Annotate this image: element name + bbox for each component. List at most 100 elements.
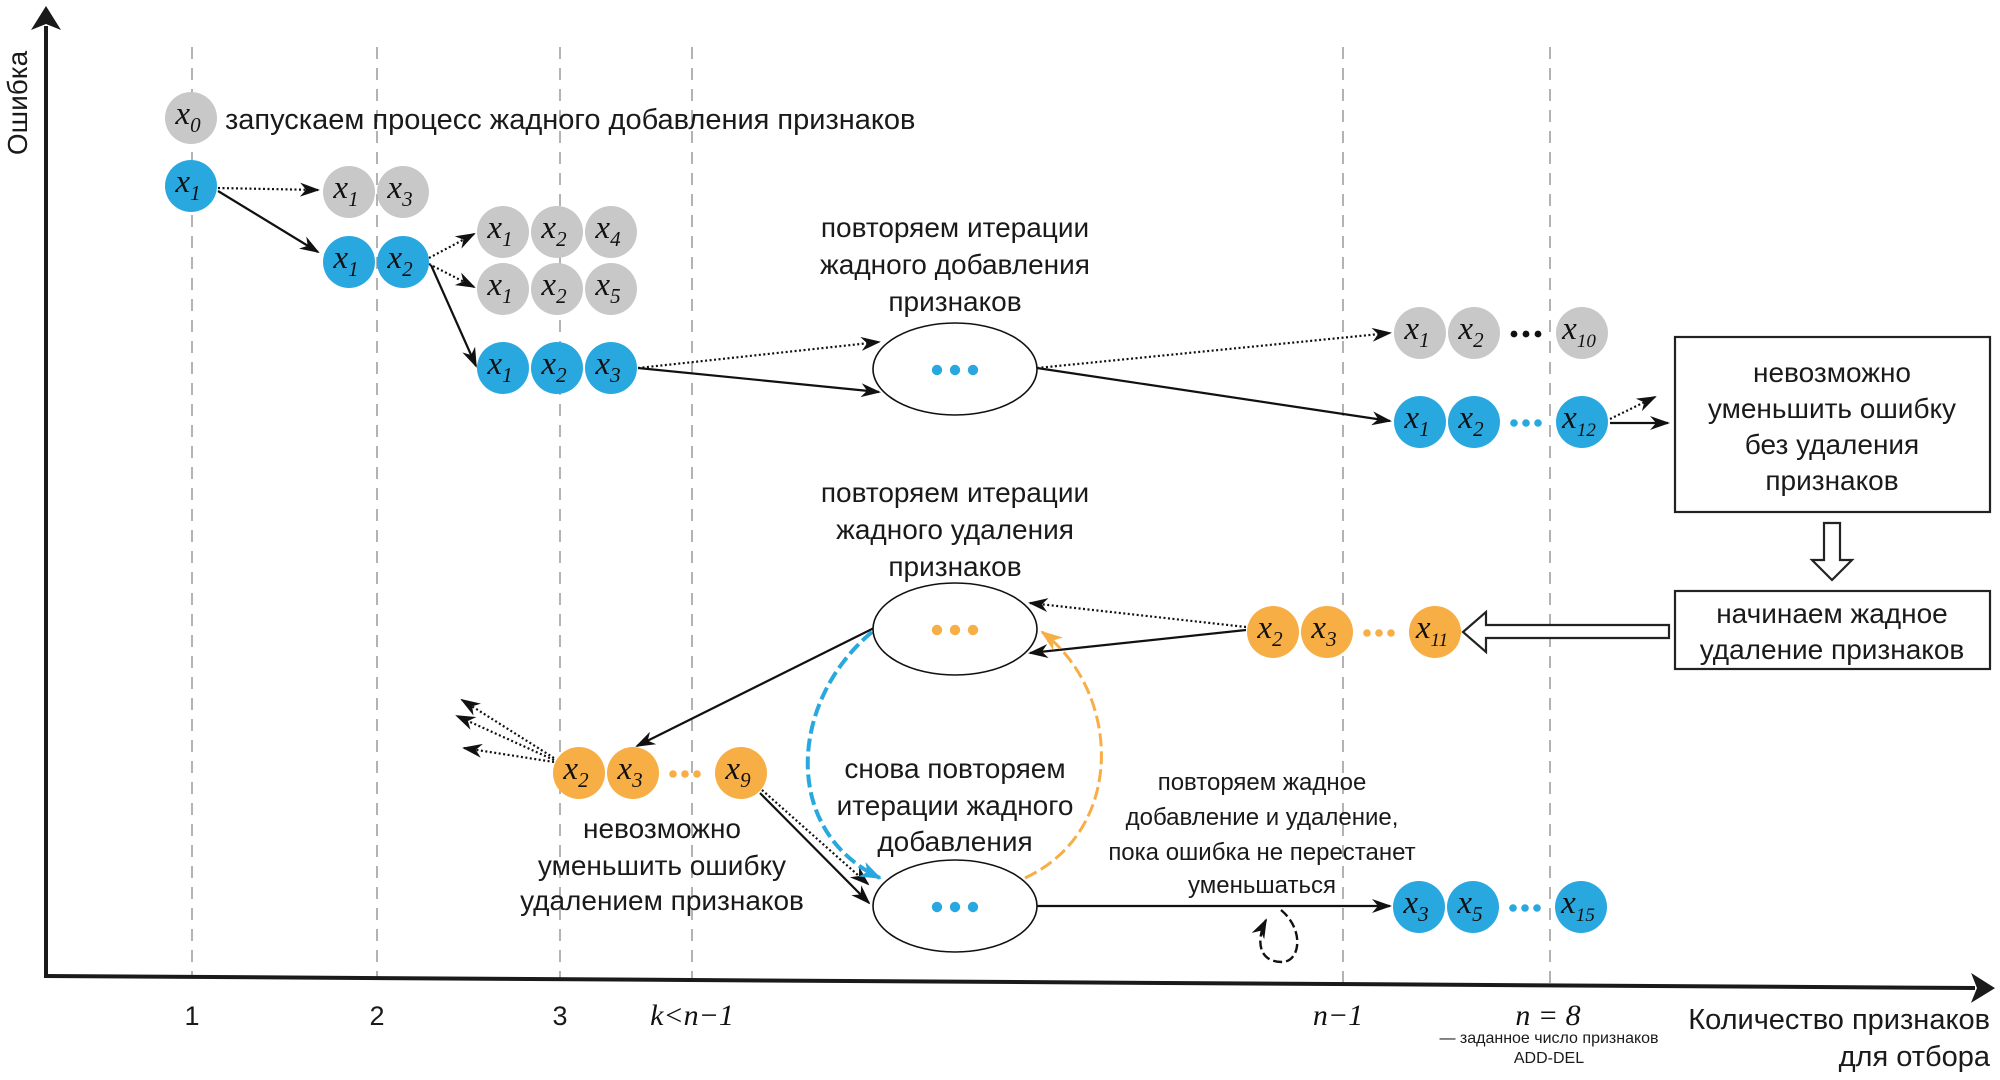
ellipsis-dot [931,624,943,636]
feature-label: x2 [540,267,567,308]
feature-label: x2 [1256,610,1283,651]
feature-circle-bg [1301,606,1353,658]
feature-label: x4 [594,210,621,251]
x-axis-label-line-2: для отбора [1839,1041,1991,1073]
box-frame [1673,335,1992,514]
arrow-dotted [1609,396,1657,420]
feature-circle-bg [1393,881,1445,933]
box-line: уменьшить ошибку [1708,393,1956,424]
x-tick-label: 3 [552,1001,567,1031]
feature-label: x9 [724,751,751,792]
feature-circle-bg [1394,307,1446,359]
feature-circle-bg [585,342,637,394]
note-repeat-del-line: повторяем итерации [821,477,1089,508]
feature-circle-bg [531,206,583,258]
feature-label: x3 [594,346,620,387]
feature-circle-x3: x3 [377,166,429,218]
ellipsis-dot [681,770,689,778]
feature-set: x1 [165,160,217,212]
box-line: начинаем жадное [1716,598,1948,629]
hollow-left-arrow-icon [1461,609,1671,655]
note-repeat-until-line: пока ошибка не перестанет [1108,839,1415,866]
feature-circle-x1: x1 [1394,307,1446,359]
ellipsis-dot [1510,330,1518,338]
arrow-dotted [217,182,320,197]
note-repeat-until-line: уменьшаться [1188,872,1336,899]
ellipsis-dot [967,901,979,913]
ellipsis-dot [967,364,979,376]
ellipsis-dot [931,901,943,913]
feature-label: x2 [386,240,413,281]
ellipsis-dot [1522,330,1530,338]
note-again-add-line: добавления [877,826,1032,857]
feature-circle-bg [607,747,659,799]
ellipsis-dot [1510,419,1518,427]
feature-circle-x1: x1 [323,236,375,288]
feature-circle-bg [377,166,429,218]
feature-circle-bg [531,342,583,394]
ellipsis-dot [931,364,943,376]
ellipsis-dot [1363,629,1371,637]
feature-circle-x1: x1 [1394,396,1446,448]
note-repeat-del-line: признаков [888,551,1021,582]
feature-label: x1 [486,346,512,387]
feature-label: x10 [1561,311,1596,352]
arrow-dotted [460,698,555,759]
feature-circle-x5: x5 [585,263,637,315]
feature-circle-bg [477,342,529,394]
feature-circle-x2: x2 [553,747,605,799]
feature-label: x2 [540,210,567,251]
ellipsis-dot [949,901,961,913]
feature-circle-x2: x2 [531,263,583,315]
ellipsis-dot [1387,629,1395,637]
feature-circle-x10: x10 [1556,307,1608,359]
ellipsis-dot [949,364,961,376]
box-line: удаление признаков [1700,634,1965,665]
n-caption-line-1: — заданное число признаков [1439,1030,1658,1047]
feature-circle-bg [1448,396,1500,448]
feature-circle-x3: x3 [1393,881,1445,933]
feature-circle-bg [1394,396,1446,448]
feature-label: x1 [486,267,512,308]
arrow-dotted [1028,598,1247,629]
x-tick-label: n−1 [1313,999,1363,1032]
arrow-dotted [428,263,476,288]
feature-circle-x3: x3 [585,342,637,394]
feature-circle-bg [165,92,217,144]
ellipsis-dot [1533,904,1541,912]
arrow-dotted [637,336,881,370]
feature-label: x11 [1415,610,1448,651]
feature-circle-bg [531,263,583,315]
feature-circle-x4: x4 [585,206,637,258]
feature-circle-bg [1555,881,1607,933]
feature-label: x3 [616,751,642,792]
feature-circle-bg [477,206,529,258]
arrow-solid [1028,628,1247,659]
ellipses [872,322,1038,953]
x-tick-label: k<n−1 [650,999,734,1032]
x-axis-label-line-1: Количество признаков [1688,1004,1990,1036]
feature-circle-x2: x2 [377,236,429,288]
x-tick-label: 1 [184,1001,199,1031]
ellipsis-dot [1534,330,1542,338]
feature-set: x0 [165,92,217,144]
feature-label: x1 [1403,400,1429,441]
arrow-dotted [455,714,555,762]
feature-circle-x0: x0 [165,92,217,144]
loop-arrow-add [805,630,882,880]
feature-label: x2 [1457,400,1484,441]
note-repeat-del-line: жадного удаления [836,514,1074,545]
feature-circle-x11: x11 [1409,606,1461,658]
ellipsis-dot [1521,904,1529,912]
feature-circle-x1: x1 [165,160,217,212]
feature-circle-bg [1409,606,1461,658]
feature-circle-x5: x5 [1447,881,1499,933]
